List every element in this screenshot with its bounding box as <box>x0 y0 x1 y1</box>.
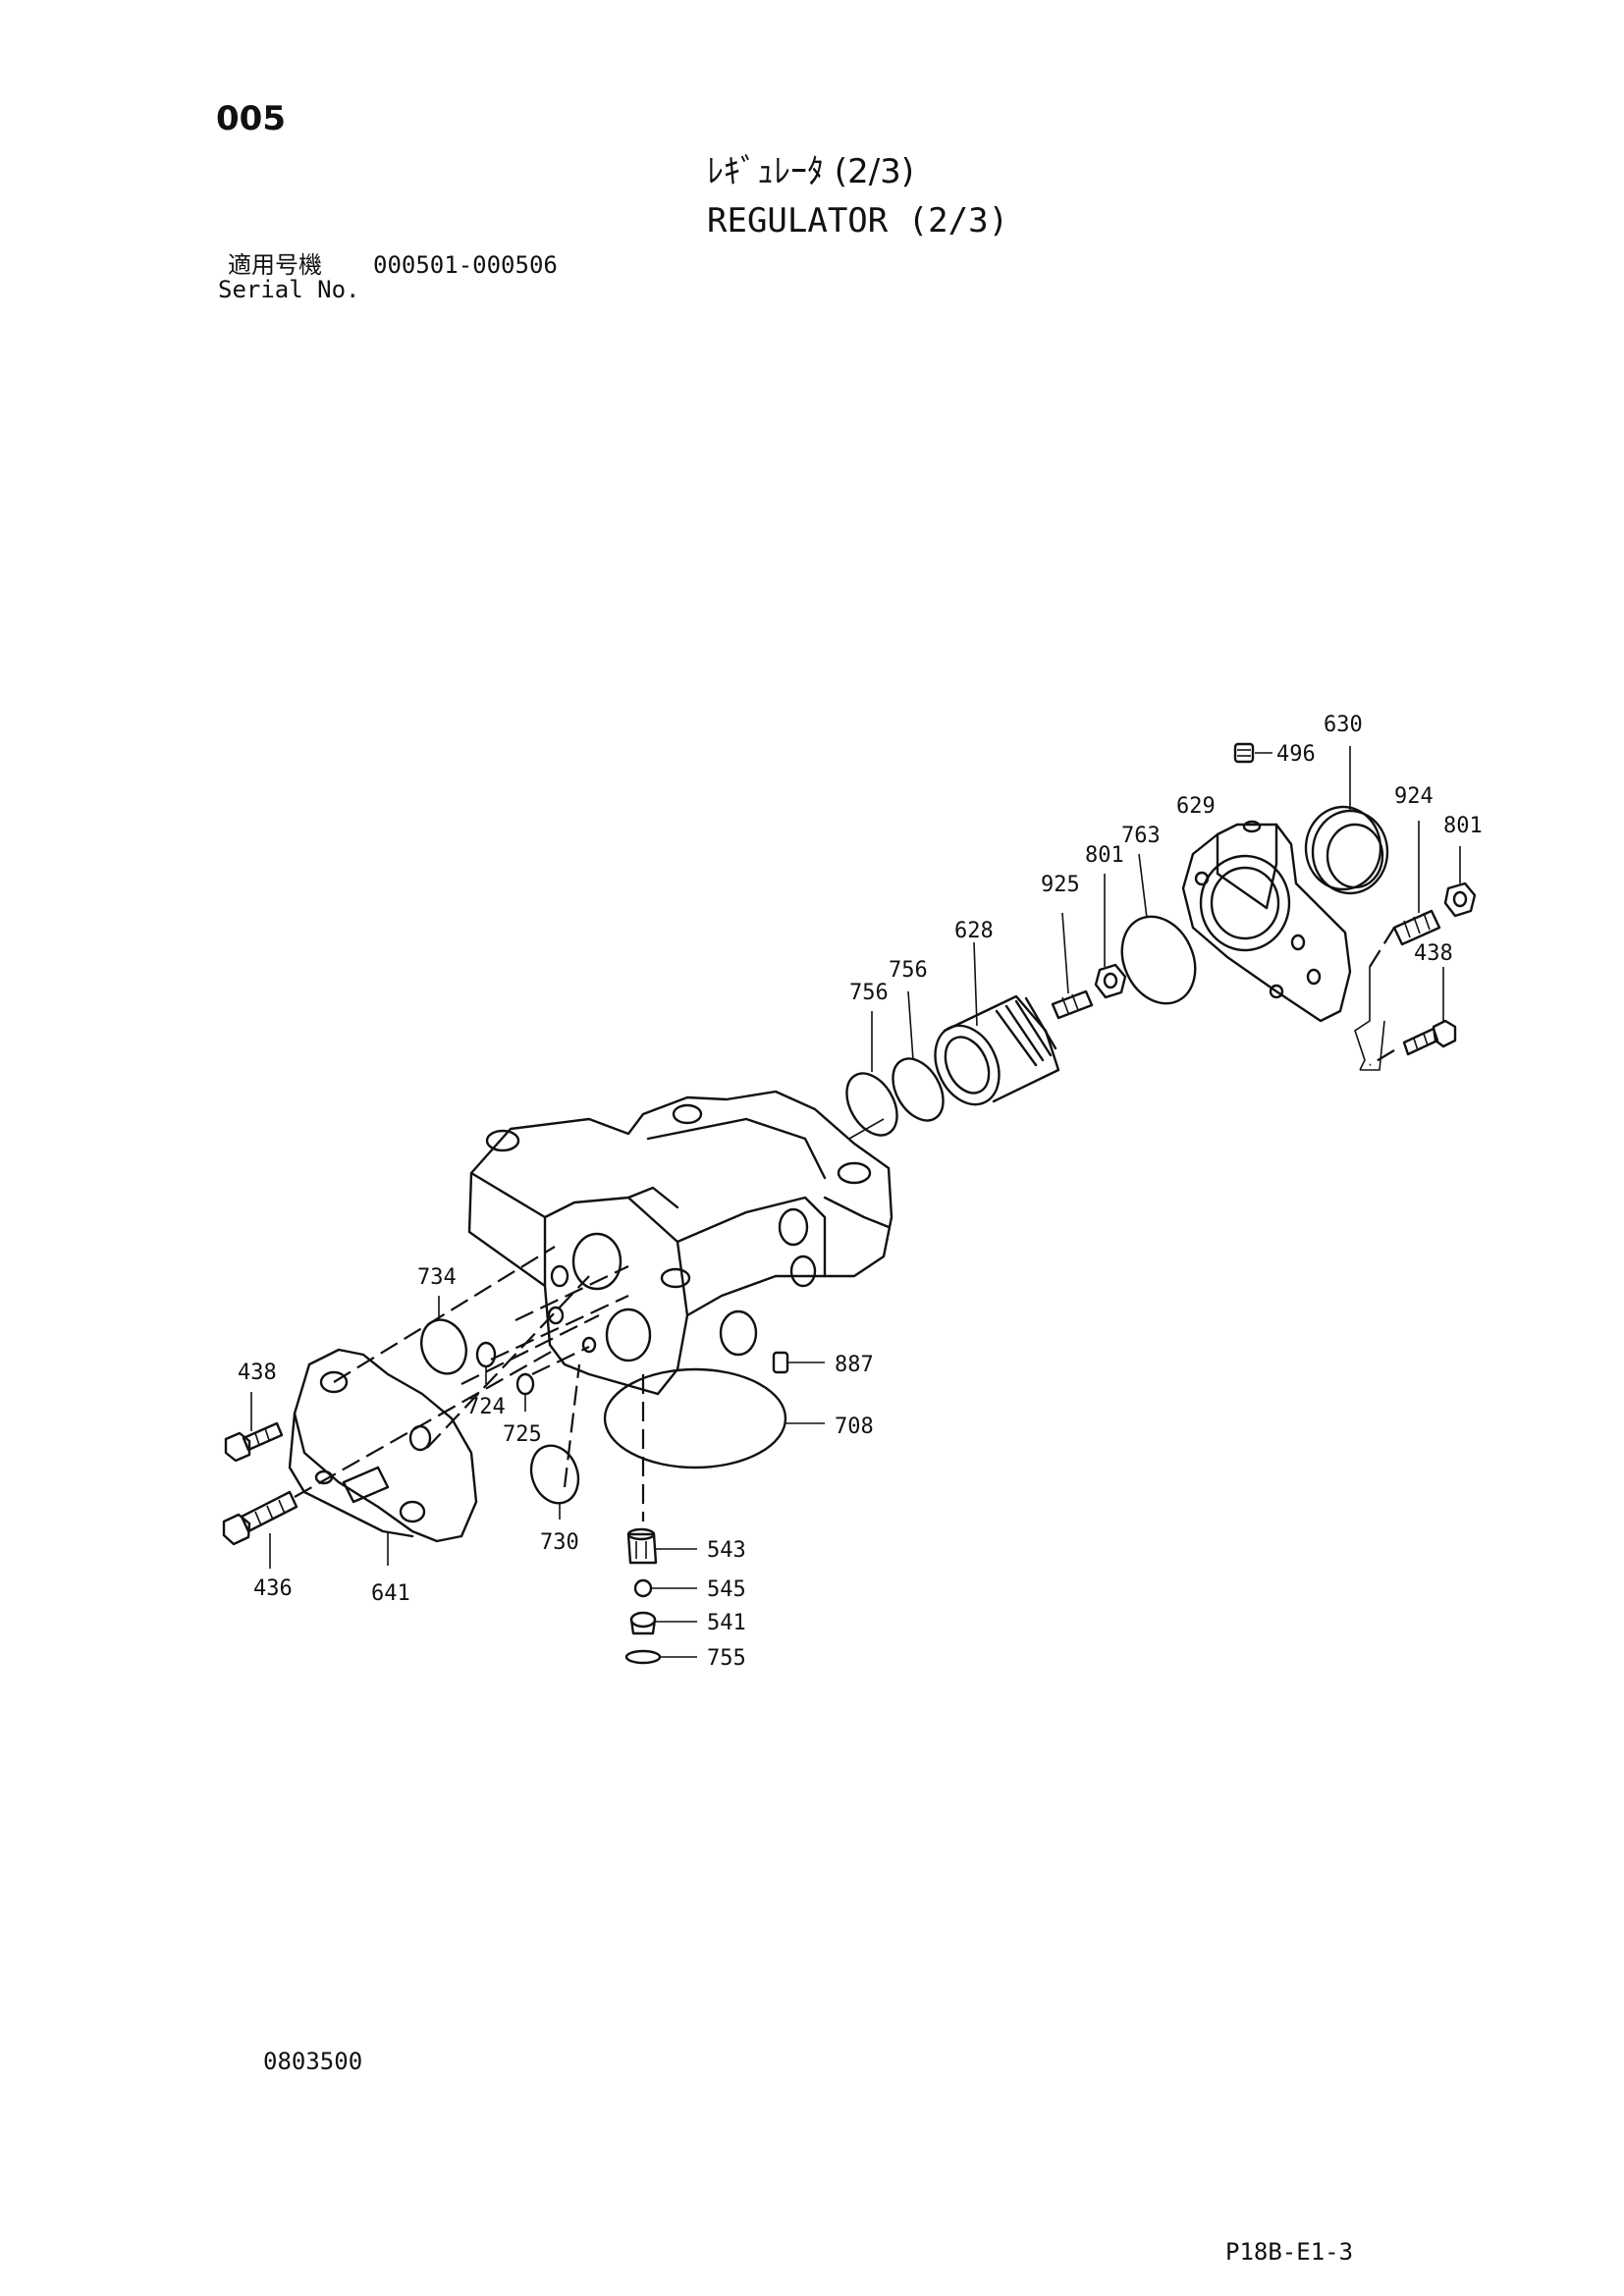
o-ring-708-drawing <box>603 1367 825 1469</box>
plug-543-drawing <box>626 1527 697 1565</box>
nut-801-right-drawing <box>1443 846 1477 918</box>
part-label-630: 630 <box>1324 713 1363 737</box>
part-label-629: 629 <box>1176 794 1216 819</box>
screw-925-drawing <box>1051 912 1094 1020</box>
part-label-730: 730 <box>540 1530 579 1555</box>
cover-641-drawing <box>288 1348 478 1566</box>
bolt-438-left-drawing <box>224 1392 284 1463</box>
part-label-543: 543 <box>707 1538 746 1563</box>
regulator-body-drawing <box>467 1090 893 1396</box>
pin-887-drawing <box>772 1351 825 1374</box>
part-label-755: 755 <box>707 1646 746 1671</box>
part-label-708: 708 <box>835 1415 874 1439</box>
o-rings-756-drawing <box>845 990 945 1140</box>
part-label-436: 436 <box>253 1576 293 1601</box>
title-japanese: ﾚｷﾞｭﾚｰﾀ (2/3) <box>707 152 915 191</box>
part-label-438-left: 438 <box>238 1361 277 1385</box>
nut-801-middle-drawing <box>1094 874 1127 999</box>
part-label-541: 541 <box>707 1611 746 1635</box>
part-label-724: 724 <box>466 1395 506 1419</box>
serial-label-japanese: 適用号機 <box>228 251 322 279</box>
nut-630-drawing <box>1304 746 1389 895</box>
part-label-801-middle: 801 <box>1085 843 1124 868</box>
serial-number-range: 000501-000506 <box>373 251 558 279</box>
part-label-756-upper: 756 <box>889 958 928 983</box>
drawing-code: 0803500 <box>263 2048 363 2075</box>
title-english: REGULATOR (2/3) <box>707 201 1009 240</box>
o-rings-left-drawing <box>420 1296 580 1520</box>
serial-label-english: Serial No. <box>218 276 360 303</box>
part-label-763: 763 <box>1121 824 1161 848</box>
part-label-641: 641 <box>371 1581 410 1606</box>
part-label-887: 887 <box>835 1353 874 1377</box>
o-ring-545-drawing <box>633 1578 697 1598</box>
o-ring-763-drawing <box>1120 853 1197 1005</box>
part-label-438-right: 438 <box>1414 941 1453 966</box>
bolt-436-drawing <box>222 1490 298 1569</box>
sleeve-628-drawing <box>934 941 1060 1106</box>
part-label-801-right: 801 <box>1443 814 1483 838</box>
part-label-924: 924 <box>1394 784 1434 809</box>
alignment-lines <box>294 927 1395 1522</box>
bolt-438-right-drawing <box>1369 967 1457 1066</box>
page-number: 005 <box>216 99 286 138</box>
part-label-925: 925 <box>1041 873 1080 897</box>
plug-496-drawing <box>1233 742 1272 764</box>
part-label-756-lower: 756 <box>849 981 889 1005</box>
screw-924-drawing <box>1392 821 1441 946</box>
part-label-734: 734 <box>417 1265 457 1290</box>
o-ring-755-drawing <box>624 1649 697 1665</box>
part-label-725: 725 <box>503 1422 542 1447</box>
page-reference: P18B-E1-3 <box>1225 2238 1354 2266</box>
part-label-545: 545 <box>707 1577 746 1602</box>
part-labels: 630 496 924 801 629 763 801 925 438 628 … <box>238 713 1483 1671</box>
part-label-496: 496 <box>1276 742 1316 767</box>
part-label-628: 628 <box>954 919 994 943</box>
plug-541-drawing <box>629 1611 697 1635</box>
cover-629-drawing <box>1181 820 1385 1071</box>
